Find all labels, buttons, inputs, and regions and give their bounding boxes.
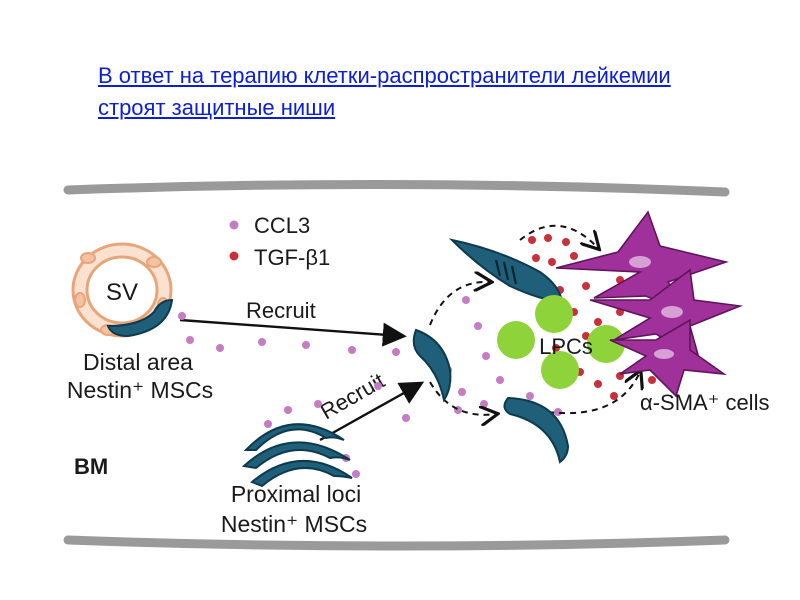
dashed-arrow-top — [519, 224, 598, 248]
sinusoidal-vessel — [71, 242, 173, 338]
recruit-arrow-diagonal — [319, 381, 425, 442]
sma-nuclei — [629, 256, 683, 359]
ccl3-legend-dot — [229, 220, 239, 230]
recruited-msc-cell — [412, 328, 452, 403]
dashed-arrow-lower — [429, 381, 496, 415]
proximal-nestin-label: Nestin⁺ MSCs — [221, 511, 367, 537]
title-line-1: В ответ на терапию клетки-распространите… — [98, 63, 671, 88]
bone-boundary-top — [63, 179, 730, 197]
tgfb1-legend-label: TGF-β1 — [254, 245, 330, 270]
distal-area-label: Distal area — [83, 349, 193, 375]
title-line-2: строят защитные ниши — [98, 95, 336, 120]
distal-nestin-label: Nestin⁺ MSCs — [67, 377, 213, 403]
dashed-arrow-upper — [429, 282, 490, 326]
slide-title-link[interactable]: В ответ на терапию клетки-распространите… — [98, 60, 758, 124]
lpcs-label: LPCs — [539, 334, 593, 359]
sv-label: SV — [106, 279, 138, 306]
bone-boundary-bottom — [63, 535, 730, 551]
lpc-cluster — [497, 295, 625, 389]
recruit-label-top: Recruit — [246, 298, 316, 323]
ccl3-dots — [178, 296, 562, 478]
sma-cells — [555, 210, 744, 398]
sma-cells-label: α-SMA⁺ cells — [640, 390, 769, 415]
ccl3-legend-label: CCL3 — [254, 213, 310, 238]
elongated-msc-cell — [448, 238, 564, 304]
distal-msc-cell — [106, 298, 174, 338]
proximal-loci-label: Proximal loci — [231, 481, 361, 507]
dashed-arrow-right — [547, 372, 640, 415]
proximal-msc-stack — [241, 423, 353, 488]
recruit-label-diagonal: Recruit — [316, 368, 389, 424]
recruit-arrow-top — [179, 318, 407, 347]
tgfb1-legend-dot — [229, 251, 239, 261]
lower-msc-cell — [503, 396, 570, 464]
bm-label: BM — [74, 454, 108, 479]
